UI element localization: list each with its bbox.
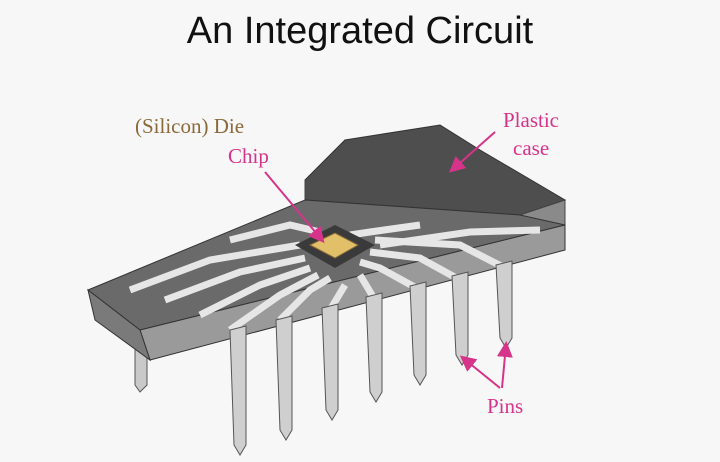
plastic-label: Plastic [503, 108, 559, 132]
pin [409, 281, 427, 386]
pin [229, 325, 247, 456]
pin [275, 315, 293, 441]
pin [495, 260, 513, 349]
plastic-case-arrow [449, 131, 496, 173]
pin [365, 292, 383, 403]
body-left-end [87, 288, 151, 362]
pin [321, 303, 339, 421]
pin [451, 271, 469, 366]
page-title: An Integrated Circuit [186, 10, 534, 52]
die-label: (Silicon) Die [135, 114, 245, 138]
chip-label: Chip [228, 144, 269, 168]
case-label: case [513, 136, 550, 160]
pins-arrow-2 [496, 341, 513, 389]
chip-arrow [264, 171, 325, 244]
pins-label: Pins [487, 394, 524, 418]
pins-arrow-1 [459, 355, 501, 389]
pins [229, 260, 513, 456]
